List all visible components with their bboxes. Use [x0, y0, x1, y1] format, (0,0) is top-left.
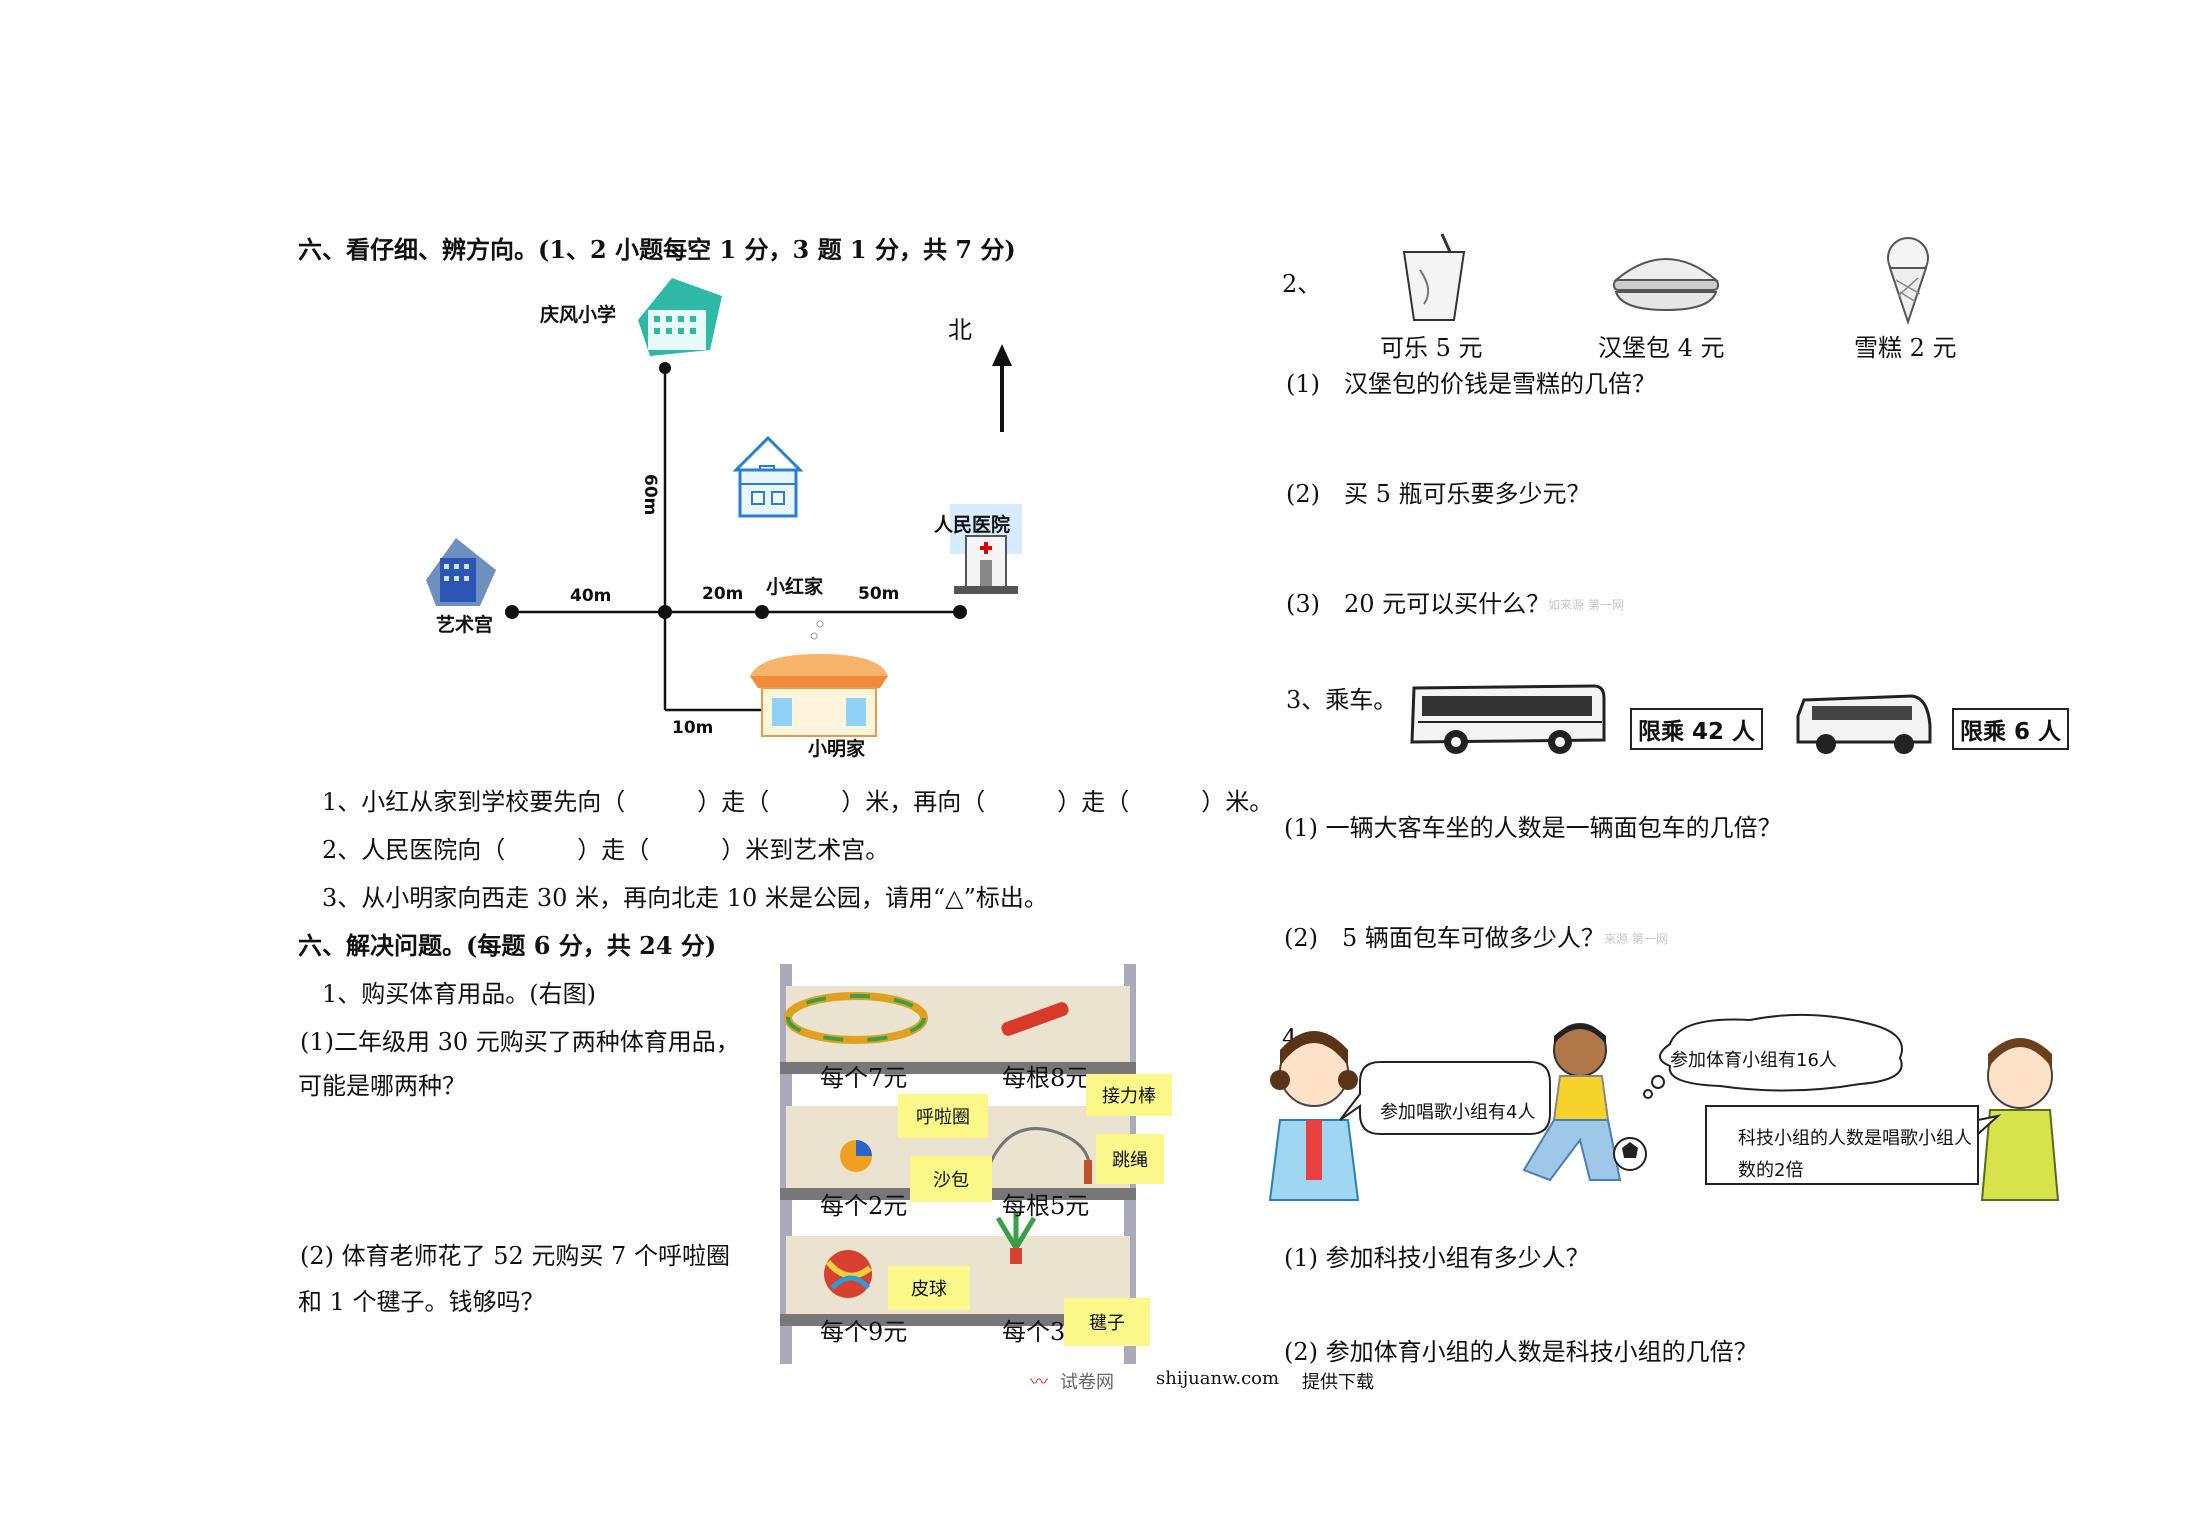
map-lines [426, 278, 1022, 737]
label-20m: 20m [702, 584, 744, 604]
label-school: 庆风小学 [540, 304, 617, 326]
tag-jump-rope: 跳绳 [1096, 1134, 1164, 1184]
question-2-2: (2) 买 5 瓶可乐要多少元？ [1286, 480, 1591, 508]
cola-icon [1402, 233, 1466, 321]
solve-1-q2-line1: (2) 体育老师花了 52 元购买 7 个呼啦圈 [300, 1242, 730, 1270]
bubble-sport: 参加体育小组有16人 [1670, 1050, 1837, 1071]
footer-site: shijuanw.com [1156, 1368, 1280, 1389]
section-title-directions: 六、看仔细、辨方向。(1、2 小题每空 1 分，3 题 1 分，共 7 分) [298, 235, 1016, 264]
right-boy-icon [1980, 1038, 2060, 1201]
tag-relay-baton: 接力棒 [1086, 1074, 1172, 1116]
label-north: 北 [948, 316, 972, 344]
price-sandbag: 每个2元 [820, 1192, 908, 1220]
soccer-boy-icon [1522, 1023, 1647, 1182]
label-xiaohong: 小红家 [766, 576, 824, 598]
xiaohong-house-icon [732, 435, 804, 518]
solve-1-q1-line1: (1)二年级用 30 元购买了两种体育用品， [300, 1028, 740, 1056]
question-3-1: (1) 一辆大客车坐的人数是一辆面包车的几倍？ [1284, 814, 1782, 842]
xiaoming-house-icon [750, 620, 888, 737]
question-direction-3: 3、从小明家向西走 30 米，再向北走 10 米是公园，请用“△”标出。 [322, 884, 1048, 912]
label-50m: 50m [858, 584, 900, 604]
label-60m: 60m [640, 474, 660, 516]
ice-cream-icon [1887, 237, 1929, 326]
art-palace-icon [426, 538, 496, 606]
price-ball: 每个9元 [820, 1318, 908, 1346]
section-title-solve: 六、解决问题。(每题 6 分，共 24 分) [298, 931, 717, 960]
price-jump-rope: 每根5元 [1002, 1192, 1090, 1220]
bubble-tech-line1: 科技小组的人数是唱歌小组人 [1738, 1128, 1972, 1149]
faint-watermark-2: 来源 第一网 [1604, 932, 1668, 946]
school-icon [638, 278, 722, 356]
hospital-icon [950, 504, 1022, 594]
tag-hula-hoop: 呼啦圈 [898, 1094, 988, 1138]
footer-provide: 提供下载 [1302, 1372, 1374, 1393]
question-direction-1: 1、小红从家到学校要先向（ ）走（ ）米，再向（ ）走（ ）米。 [322, 788, 1274, 816]
faint-watermark-1: 如来源 第一网 [1548, 598, 1624, 612]
question-4-2: (2) 参加体育小组的人数是科技小组的几倍？ [1284, 1338, 1758, 1366]
question-direction-2: 2、人民医院向（ ）走（ ）米到艺术宫。 [322, 836, 890, 864]
label-xiaoming: 小明家 [808, 738, 866, 760]
tag-sandbag: 沙包 [910, 1156, 992, 1202]
solve-1-q2-line2: 和 1 个毽子。钱够吗？ [298, 1288, 545, 1316]
price-hula-hoop: 每个7元 [820, 1064, 908, 1092]
solve-1-q1-line2: 可能是哪两种？ [298, 1072, 466, 1100]
girl-icon [1268, 1031, 1360, 1201]
burger-price: 汉堡包 4 元 [1598, 334, 1725, 362]
question-2-3: (3) 20 元可以买什么？ [1286, 590, 1551, 618]
cola-price: 可乐 5 元 [1380, 334, 1483, 362]
bus-capacity: 限乘 42 人 [1630, 708, 1764, 750]
label-40m: 40m [570, 586, 612, 606]
tag-shuttlecock: 毽子 [1064, 1298, 1150, 1346]
tag-ball: 皮球 [888, 1266, 970, 1310]
label-art-palace: 艺术宫 [436, 614, 494, 636]
van-icon [1796, 694, 1932, 754]
label-hospital: 人民医院 [934, 514, 1011, 536]
bubble-sing-shape [1339, 1061, 1551, 1135]
q3-title: 3、乘车。 [1286, 686, 1398, 714]
question-2-1: (1) 汉堡包的价钱是雪糕的几倍？ [1286, 370, 1656, 398]
question-3-2: (2) 5 辆面包车可做多少人？ [1284, 924, 1605, 952]
burger-icon [1613, 258, 1719, 312]
van-capacity: 限乘 6 人 [1952, 708, 2070, 750]
solve-1-title: 1、购买体育用品。(右图) [322, 980, 596, 1008]
bubble-sport-shape [1659, 1013, 1903, 1092]
bubble-tech-line2: 数的2倍 [1738, 1160, 1804, 1181]
sports-shelf: 每个7元 每根8元 每个2元 每根5元 每个9元 每个3元 接力棒 呼啦圈 跳绳… [776, 956, 1176, 1364]
bubble-tech-shape [1705, 1105, 1979, 1185]
bus-icon [1410, 684, 1606, 754]
label-10m: 10m [672, 718, 714, 738]
direction-map: 庆风小学 北 人民医院 艺术宫 小红家 小明家 60m 40m 20m 50m … [410, 270, 1070, 760]
footer-brand-icon: 〰 [1030, 1372, 1048, 1393]
footer-brand: 试卷网 [1060, 1372, 1114, 1393]
group-illustration [1268, 1013, 2060, 1201]
q2-number: 2、 [1282, 270, 1322, 298]
question-4-1: (1) 参加科技小组有多少人？ [1284, 1244, 1590, 1272]
bubble-sing: 参加唱歌小组有4人 [1380, 1102, 1536, 1123]
price-relay-baton: 每根8元 [1002, 1064, 1090, 1092]
icecream-price: 雪糕 2 元 [1854, 334, 1957, 362]
